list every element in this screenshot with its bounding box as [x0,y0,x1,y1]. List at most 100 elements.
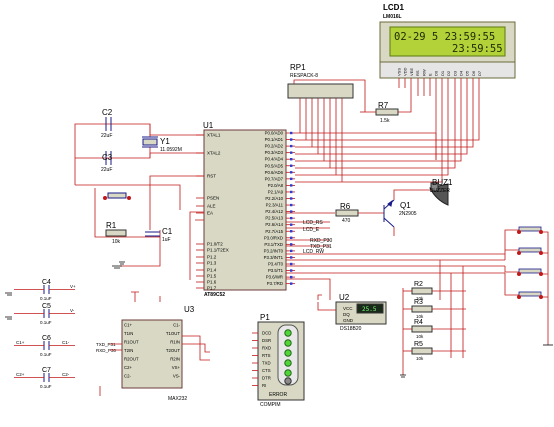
mcu-pin-marker [290,184,293,187]
rp1-body[interactable] [287,83,354,99]
mcu-pin-marker [290,131,293,135]
lcd-pin-label: D4 [459,70,464,76]
u3-left-pin-label: C1+ [124,323,132,328]
r1-body[interactable] [105,229,127,237]
resistor-value: 10k [416,356,424,361]
u3-wires [99,291,210,396]
cap-c2[interactable] [105,117,112,131]
mcu-left-pin-label: P1.5 [207,274,217,279]
lcd-pin-label: VEE [409,68,414,76]
lcd-pin-label: D6 [471,70,476,76]
u3-body[interactable] [121,319,183,389]
u2-ref: U2 [339,293,350,302]
lcd-pin-label: D0 [434,70,439,76]
mcu-left-pin-label: ALE [207,204,216,209]
cap-net-label: C1- [62,340,70,345]
left-capacitors: C40.1uFV+C50.1uFV-C60.1uFC1+C1-C70.1uFC2… [14,279,76,389]
buz-ref: BUZ1 [432,178,453,187]
mcu-pin-marker [290,236,293,239]
cap-net-label: C1+ [16,340,25,345]
p1-pin-label: RTS [262,353,271,358]
mcu-pin-marker [290,164,293,167]
y1-ref: Y1 [160,137,170,146]
mcu-right-pin-label: P2.7/A15 [265,229,283,234]
p3-wires [286,229,520,300]
r1-value: 10k [112,239,121,245]
mcu-right-pin-label: P3.0/RXD [264,235,283,240]
lcd-pin-label: RW [421,69,426,76]
r7-body[interactable] [375,108,399,116]
resistor-body[interactable] [411,305,433,313]
lcd-pin-label: VDD [403,67,408,76]
mcu-left-pin-label: P1.3 [207,261,217,266]
resistor-ref: R2 [414,281,423,288]
r7-ref: R7 [378,101,389,110]
net-lcd-rs: LCD_RS [303,220,323,226]
u3-left-pin-label: R1OUT [124,340,139,345]
right-buttons[interactable] [517,226,543,299]
mcu-right-pin-label: P0.0/AD0 [265,131,284,136]
mcu-right-pin-label: P3.6/WR [266,275,283,280]
buzzer[interactable] [429,182,449,206]
cap-c1[interactable] [145,231,160,237]
crystal-y1[interactable] [142,136,158,148]
p1-pin-label: RI [262,383,266,388]
cap-ref: C5 [42,303,51,310]
mcu-pin-marker [290,282,293,285]
u3-right-pin-label: T1OUT [166,331,180,336]
u2-display [356,303,384,314]
lcd-pin-label: D1 [440,70,445,76]
mcu-left-pin-label: PSEN [207,196,219,201]
lcd-line-2: 23:59:55 [452,43,503,55]
cap-value: 0.1uF [40,352,52,357]
u3-right-pin-label: T2OUT [166,348,180,353]
mcu-pin-marker [290,223,293,226]
cap-net-label: C2- [62,372,70,377]
mcu-right-pin-label: P0.5/AD5 [265,163,284,168]
mcu-right-pin-label: P2.0/A8 [268,183,284,188]
p1-pin-label: DCD [262,331,271,336]
rp1-ref: RP1 [290,63,306,72]
mcu-pin-marker [290,177,293,181]
mcu-pin-marker [290,144,293,148]
resistor-body[interactable] [411,347,433,355]
lcd-pin-label: D2 [446,70,451,76]
u3-ref: U3 [184,305,195,314]
cap-net-label: V- [70,308,75,313]
mcu-pin-marker [290,190,293,194]
mcu-right-pin-label: P0.4/AD4 [265,157,284,162]
u3-left-pin-label: T1IN [124,331,133,336]
mcu-right-pin-label: P0.2/AD2 [265,144,284,149]
q1-transistor[interactable] [383,199,395,228]
net-lcd-rw: LCD_RW [303,249,324,255]
resistor-ref: R5 [414,341,423,348]
mcu-right-pin-label: P3.4/T0 [268,262,284,267]
u3-right-pin-label: R1IN [170,340,180,345]
cap-ref: C6 [42,335,51,342]
u3-right-pin-label: VS+ [172,365,181,370]
cap-net-label: C2+ [16,372,25,377]
mcu-pin-marker [290,151,293,154]
p1-pin-label: TXD [262,361,271,366]
mcu-body[interactable] [203,129,287,291]
y1-value: 11.0592M [160,147,182,153]
cap-ref: C7 [42,367,51,374]
rp1-model: RESPACK-8 [290,73,318,79]
mcu-right-pin-label: P2.2/A10 [265,196,283,201]
p1-pin-label: RXD [262,346,271,351]
resistor-value: 10k [416,314,424,319]
lcd-pin-label: D7 [477,70,482,76]
p1-error: ERROR [269,392,287,398]
cap-c3[interactable] [105,151,112,165]
resistor-body[interactable] [411,325,433,333]
reset-button[interactable] [107,192,127,199]
c2-ref: C2 [102,108,113,117]
resistor-body[interactable] [411,287,433,295]
p1-pin-label: CTS [262,368,271,373]
mcu-right-pin-label: P0.7/AD7 [265,176,284,181]
r6-body[interactable] [335,209,359,217]
